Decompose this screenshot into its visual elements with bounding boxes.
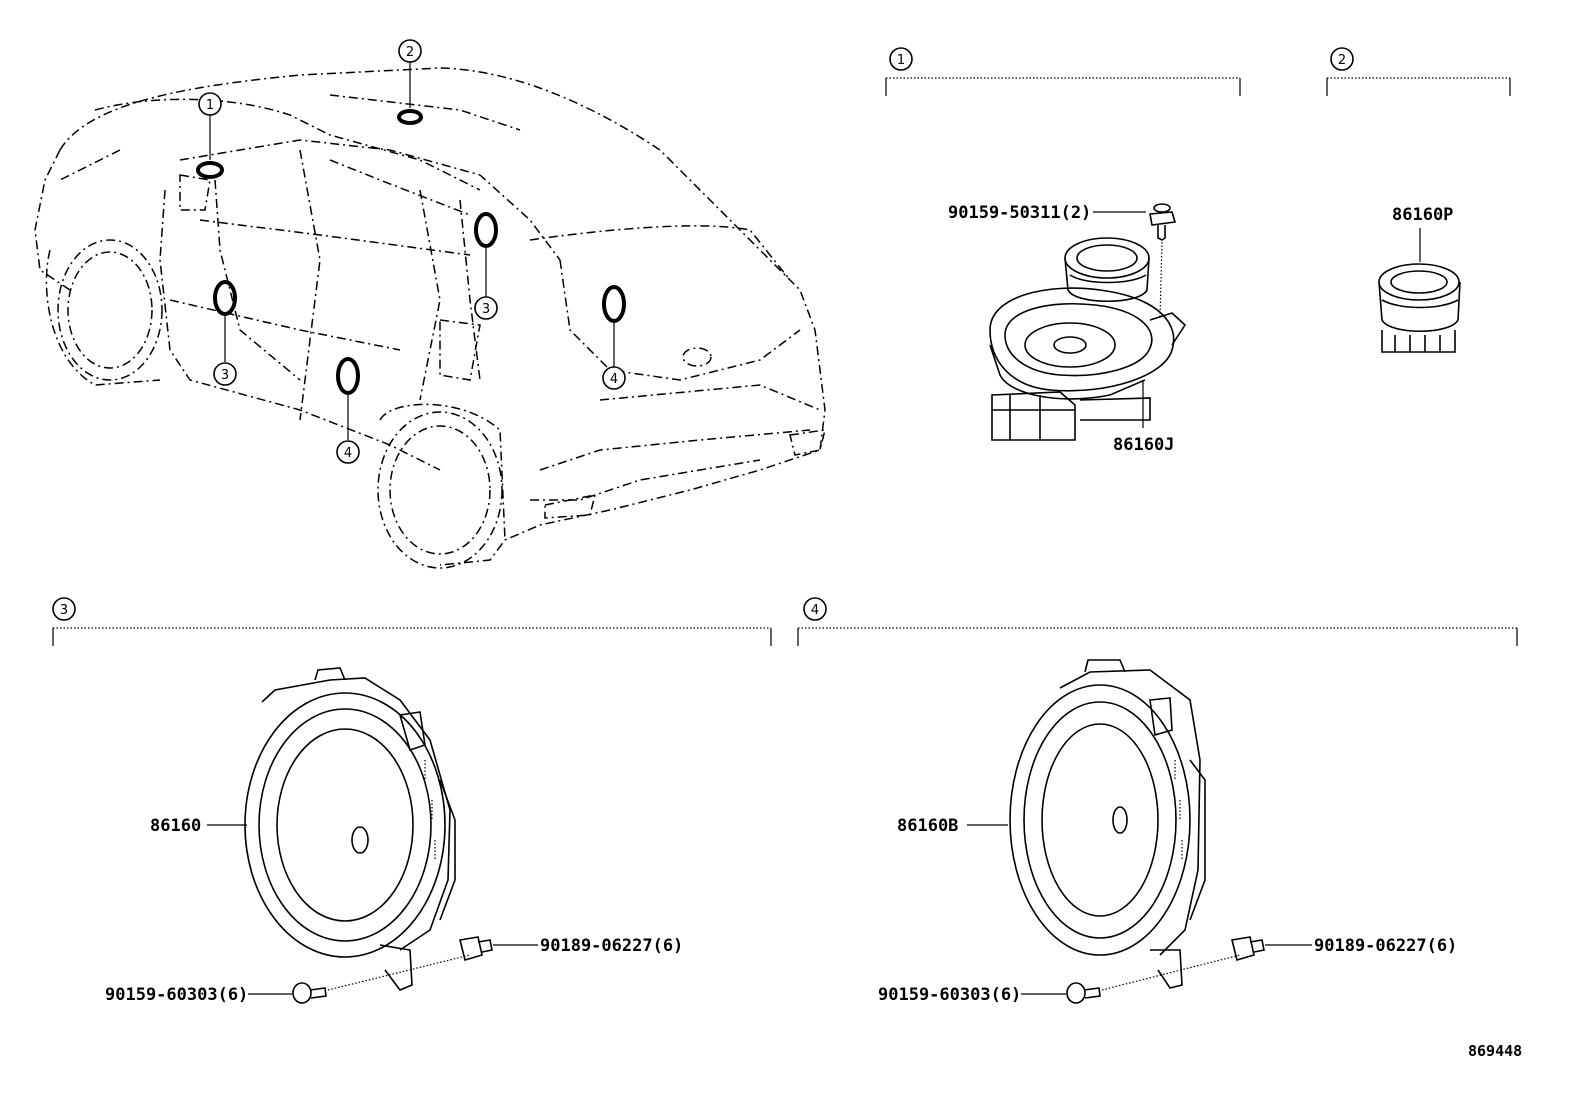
svg-text:3: 3 (221, 368, 229, 383)
bolt-90159-50311 (1149, 203, 1177, 319)
section-1: 1 90159-50311(2) (885, 47, 1241, 455)
front-wheel (45, 239, 163, 386)
tweeter-86160P (1378, 263, 1461, 353)
svg-text:4: 4 (610, 372, 618, 387)
section-3: 3 86160 90189-06227(6) (52, 597, 772, 1005)
svg-text:1: 1 (897, 53, 905, 68)
svg-text:2: 2 (406, 45, 414, 60)
label-86160B: 86160B (897, 816, 958, 836)
screw-90159-60303-right (1066, 982, 1101, 1004)
callout-3-vehicle-b: 3 (474, 296, 498, 320)
svg-text:4: 4 (344, 446, 352, 461)
label-86160J: 86160J (1113, 435, 1174, 455)
speaker-location-rear-door-right (602, 285, 626, 323)
speaker-location-front-door-right (474, 212, 498, 248)
label-90159-50311: 90159-50311(2) (948, 203, 1091, 223)
speaker-86160B (1009, 659, 1206, 989)
callout-1-vehicle: 1 (198, 92, 222, 116)
speaker-location-center (397, 109, 423, 125)
label-86160P: 86160P (1392, 205, 1453, 225)
svg-text:2: 2 (1338, 53, 1346, 68)
svg-text:3: 3 (482, 302, 490, 317)
diagram-id: 869448 (1468, 1042, 1522, 1060)
section-2: 2 86160P (1326, 47, 1511, 353)
speaker-location-tweeter (196, 161, 224, 179)
speaker-86160J (989, 237, 1187, 441)
callout-4-vehicle-b: 4 (602, 366, 626, 390)
svg-text:1: 1 (206, 98, 214, 113)
rear-wheel (377, 403, 506, 569)
callout-3-vehicle-a: 3 (213, 362, 237, 386)
label-90189-06227-left: 90189-06227(6) (540, 936, 683, 956)
svg-text:3: 3 (60, 603, 68, 618)
label-90189-06227-right: 90189-06227(6) (1314, 936, 1457, 956)
vehicle-illustration: 1 2 3 3 4 4 (34, 39, 826, 569)
callout-2-vehicle: 2 (398, 39, 422, 63)
section-4: 4 86160B 90189-06227(6) 901 (797, 597, 1518, 1005)
speaker-86160 (244, 667, 456, 991)
svg-text:4: 4 (811, 603, 819, 618)
clip-90189-06227-right (1231, 936, 1265, 962)
screw-90159-60303-left (292, 982, 327, 1004)
label-86160: 86160 (150, 816, 201, 836)
label-90159-60303-right: 90159-60303(6) (878, 985, 1021, 1005)
clip-90189-06227-left (459, 936, 493, 962)
label-90159-60303-left: 90159-60303(6) (105, 985, 248, 1005)
callout-4-vehicle-a: 4 (336, 440, 360, 464)
speaker-location-rear-door-left (336, 357, 360, 395)
